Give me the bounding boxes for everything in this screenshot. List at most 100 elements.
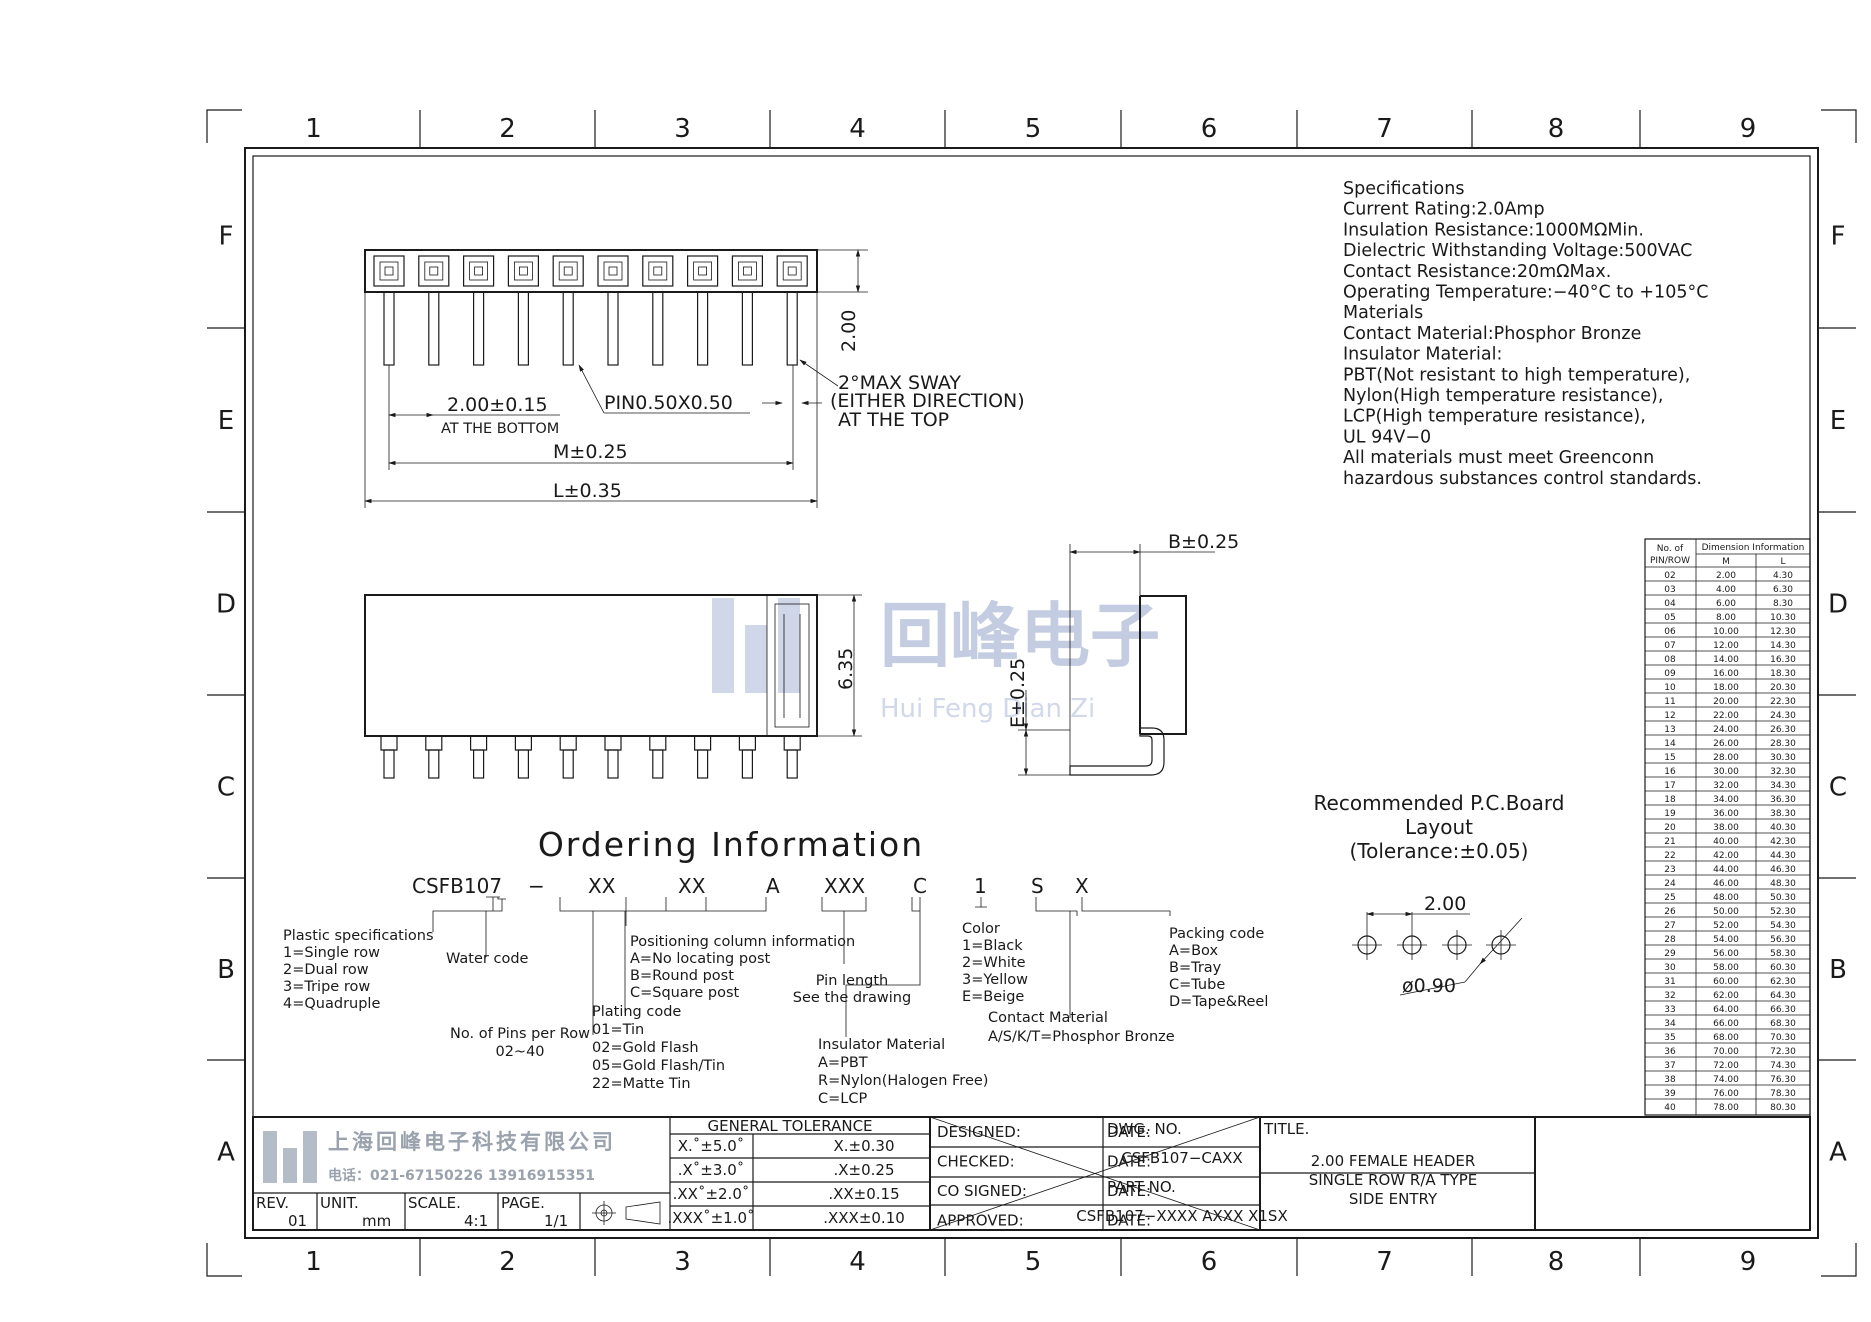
top-height-dim: 2.00 bbox=[838, 310, 860, 352]
top-pin bbox=[696, 291, 709, 366]
table-cell-l: 36.30 bbox=[1770, 795, 1796, 805]
pitch-note: AT THE BOTTOM bbox=[441, 421, 559, 437]
ordering-text: 1=Single row bbox=[283, 945, 380, 961]
table-cell-m: 40.00 bbox=[1713, 837, 1739, 847]
table-cell-l: 12.30 bbox=[1770, 627, 1796, 637]
table-cell-m: 78.00 bbox=[1713, 1103, 1739, 1113]
table-cell-pins: 08 bbox=[1664, 655, 1676, 665]
table-cell-l: 78.30 bbox=[1770, 1089, 1796, 1099]
m-dim: M±0.25 bbox=[553, 441, 628, 463]
ordering-text: A=Box bbox=[1169, 943, 1218, 959]
front-pin bbox=[383, 749, 395, 779]
table-cell-l: 42.30 bbox=[1770, 837, 1796, 847]
table-cell-l: 18.30 bbox=[1770, 669, 1796, 679]
top-cell-contact bbox=[698, 266, 707, 276]
top-pin bbox=[428, 291, 440, 366]
signature-role: CHECKED: bbox=[937, 1153, 1015, 1171]
table-cell-m: 26.00 bbox=[1713, 739, 1739, 749]
title-label: TITLE. bbox=[1263, 1120, 1309, 1138]
scale-label: SCALE. bbox=[408, 1194, 461, 1212]
top-cell-inner bbox=[424, 261, 444, 281]
table-cell-l: 62.30 bbox=[1770, 977, 1796, 987]
top-pin bbox=[607, 291, 619, 366]
tolerance-linear: X.±0.30 bbox=[833, 1137, 894, 1155]
table-cell-m: 74.00 bbox=[1713, 1075, 1739, 1085]
projection-symbol-icon bbox=[592, 1201, 661, 1225]
table-cell-l: 58.30 bbox=[1770, 949, 1796, 959]
ordering-heading: Ordering Information bbox=[538, 825, 924, 864]
top-pin bbox=[562, 291, 574, 366]
table-cell-m: 34.00 bbox=[1713, 795, 1739, 805]
ordering-text: 1=Black bbox=[962, 938, 1023, 954]
front-pin-base bbox=[467, 735, 490, 751]
spec-line: UL 94V−0 bbox=[1343, 427, 1431, 447]
front-pin bbox=[741, 749, 754, 779]
order-code-length: XXX bbox=[824, 874, 865, 898]
signature-date: DATE: bbox=[1107, 1153, 1151, 1171]
grid-row-right: C bbox=[1829, 773, 1847, 803]
table-col-m: M bbox=[1722, 557, 1730, 567]
spec-line: Contact Resistance:20mΩMax. bbox=[1343, 262, 1611, 282]
table-cell-l: 14.30 bbox=[1770, 641, 1796, 651]
table-cell-pins: 35 bbox=[1664, 1033, 1675, 1043]
ordering-text: No. of Pins per Row bbox=[450, 1026, 590, 1042]
signature-role: DESIGNED: bbox=[937, 1123, 1021, 1141]
ordering-text: Color bbox=[962, 921, 1000, 937]
grid-col-bottom: 1 bbox=[305, 1247, 322, 1277]
grid-ticks bbox=[207, 110, 1856, 1276]
ordering-text: C=LCP bbox=[818, 1091, 867, 1107]
table-cell-l: 34.30 bbox=[1770, 781, 1796, 791]
ordering-text: D=Tape&Reel bbox=[1169, 994, 1268, 1010]
tolerance-angle: .XX˚±2.0˚ bbox=[673, 1185, 750, 1203]
table-cell-m: 50.00 bbox=[1713, 907, 1739, 917]
grid-row-right: F bbox=[1831, 222, 1846, 252]
table-cell-pins: 10 bbox=[1664, 683, 1676, 693]
front-pin bbox=[517, 749, 530, 779]
top-pin bbox=[652, 291, 664, 366]
tolerance-angle: .XXX˚±1.0˚ bbox=[667, 1209, 754, 1227]
signature-date: DATE: bbox=[1107, 1123, 1151, 1141]
grid-row-left: E bbox=[218, 406, 234, 436]
table-cell-m: 68.00 bbox=[1713, 1033, 1739, 1043]
table-cell-pins: 34 bbox=[1664, 1019, 1676, 1029]
table-cell-pins: 02 bbox=[1664, 571, 1675, 581]
grid-row-left: F bbox=[219, 222, 234, 252]
ordering-text: 02~40 bbox=[495, 1044, 544, 1060]
front-height-dim: 6.35 bbox=[835, 648, 857, 690]
signature-date: DATE: bbox=[1107, 1182, 1151, 1200]
title-line-1: 2.00 FEMALE HEADER bbox=[1311, 1152, 1476, 1170]
table-cell-l: 48.30 bbox=[1770, 879, 1796, 889]
grid-col-top: 6 bbox=[1201, 114, 1218, 144]
ordering-text: 3=Yellow bbox=[962, 972, 1028, 988]
top-cell-contact bbox=[474, 266, 484, 276]
top-cell-inner bbox=[379, 261, 399, 281]
page-value: 1/1 bbox=[544, 1212, 568, 1230]
table-cell-m: 54.00 bbox=[1713, 935, 1739, 945]
grid-row-left: B bbox=[217, 955, 235, 985]
table-header-group: Dimension Information bbox=[1702, 543, 1805, 553]
table-cell-l: 16.30 bbox=[1770, 655, 1796, 665]
table-cell-l: 8.30 bbox=[1773, 599, 1793, 609]
top-cell-contact bbox=[563, 266, 573, 276]
table-cell-m: 38.00 bbox=[1713, 823, 1739, 833]
signature-date: DATE: bbox=[1107, 1212, 1151, 1230]
top-pin bbox=[473, 291, 485, 366]
table-cell-m: 22.00 bbox=[1713, 711, 1739, 721]
top-cell-contact bbox=[608, 266, 618, 276]
order-code-color: 1 bbox=[974, 874, 987, 898]
table-cell-l: 24.30 bbox=[1770, 711, 1796, 721]
table-cell-pins: 38 bbox=[1664, 1075, 1676, 1085]
top-cell-contact bbox=[743, 266, 752, 276]
grid-col-top: 2 bbox=[499, 114, 516, 144]
top-cell bbox=[642, 255, 674, 287]
table-cell-pins: 05 bbox=[1664, 613, 1675, 623]
table-cell-pins: 16 bbox=[1664, 767, 1676, 777]
watermark-en: Hui Feng Dian Zi bbox=[880, 694, 1095, 724]
front-pin-base bbox=[736, 735, 759, 751]
spec-line: Materials bbox=[1343, 303, 1423, 323]
top-cell-inner bbox=[603, 261, 623, 281]
grid-col-top: 3 bbox=[674, 114, 691, 144]
top-cell-inner bbox=[558, 261, 578, 281]
